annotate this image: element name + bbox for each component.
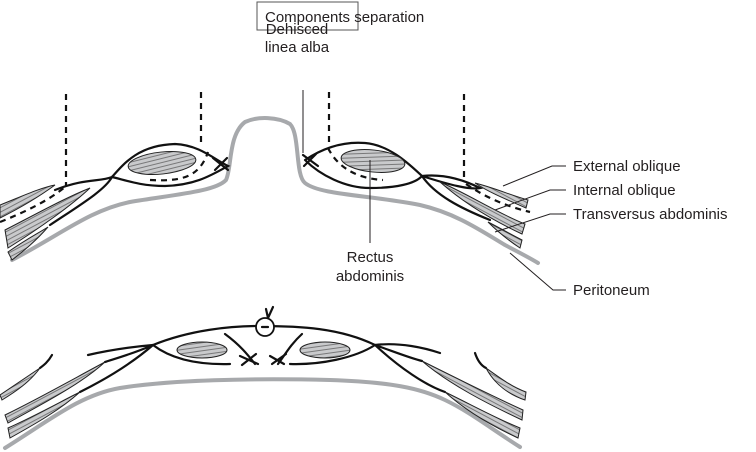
right-internal-oblique [439,181,526,235]
suture-tail [260,305,275,329]
left-internal-oblique [4,187,91,249]
leader-internal-oblique [494,189,566,211]
label-rectus-line2: abdominis [336,268,404,285]
label-internal-oblique: Internal oblique [573,182,676,199]
bottom-left-transversus [7,391,81,439]
left-rectus-sheath [48,142,231,227]
left-external-oblique [0,184,56,219]
bottom-left-internal-oblique [4,361,106,424]
bottom-left-suture-cross [238,352,260,367]
label-peritoneum: Peritoneum [573,282,650,299]
peritoneum-bottom [3,377,522,450]
bottom-right-transversus [444,391,521,439]
right-rectus-muscle [340,149,406,173]
title-frame [256,1,359,31]
top-figure: Dehisced linea alba Rectus abdominis Ext… [0,21,728,299]
bottom-figure [0,305,527,450]
right-external-oblique [474,182,529,209]
bottom-right-ext-oblique-tail [473,351,488,370]
leader-external-oblique [502,165,566,187]
right-suture-cross [301,152,320,168]
left-suture-cross [211,156,230,172]
bottom-rectus-sheath-lower [151,343,377,366]
left-transversus [7,226,49,261]
bottom-right-rectus-muscle [299,341,351,359]
label-dehisced-line2: linea alba [265,39,330,56]
label-rectus-line1: Rectus [347,249,394,266]
bottom-left-ext-oblique-tail [38,353,54,370]
bottom-left-fascia [78,343,155,394]
bottom-right-fascia [373,343,447,394]
bottom-right-internal-oblique [421,360,524,421]
right-lateral-dash [465,183,531,214]
bottom-right-external-oblique [485,367,527,401]
bottom-left-external-oblique [0,367,41,401]
right-posterior-sheath-dash [327,147,384,182]
leader-transversus [494,213,566,233]
label-transversus: Transversus abdominis [573,206,728,223]
label-dehisced-line1: Dehisced [266,21,329,38]
bottom-right-inner-fascia [276,332,304,366]
title-box: Components separation [256,1,424,31]
left-lateral-dash [0,185,67,224]
title-text: Components separation [265,9,424,26]
right-transversus-fascia [420,174,492,222]
peritoneum-top [10,116,540,265]
label-external-oblique: External oblique [573,158,681,175]
bottom-left-rectus-muscle [176,341,228,359]
left-rectus-muscle [127,150,197,176]
leader-peritoneum [509,252,566,291]
bottom-right-suture-cross [268,352,288,366]
